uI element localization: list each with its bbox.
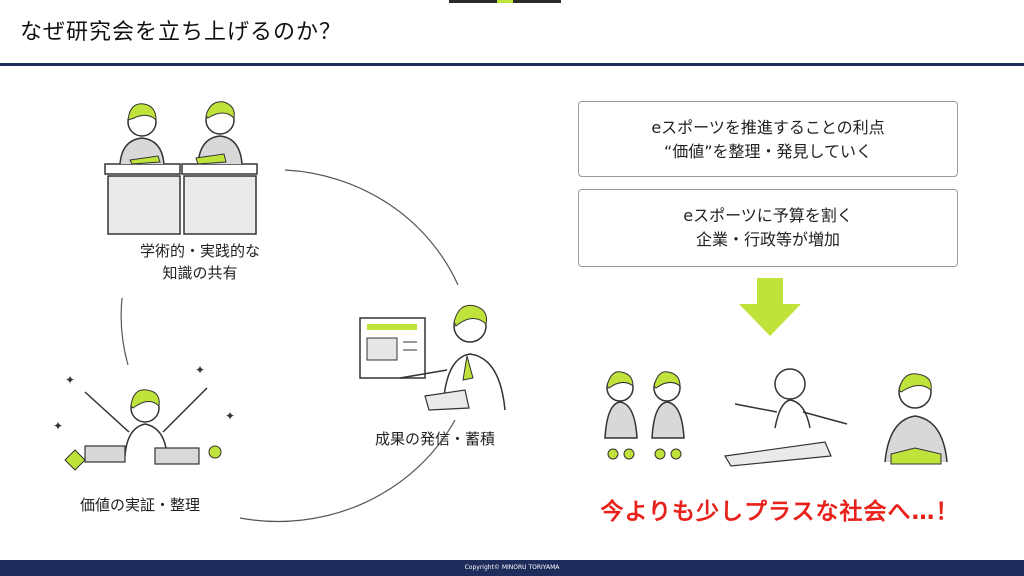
svg-text:✦: ✦ (65, 373, 75, 387)
cycle-item-knowledge-sharing: 学術的・実践的な 知識の共有 (100, 240, 300, 284)
benefit-text: 企業・行政等が増加 (695, 230, 840, 249)
benefit-box-value-discovery: eスポーツを推進することの利点 “価値”を整理・発見していく (578, 101, 958, 177)
down-arrow-icon (739, 278, 801, 336)
svg-text:✦: ✦ (195, 363, 205, 377)
svg-text:✦: ✦ (225, 409, 235, 423)
students-studying-illustration (104, 101, 258, 235)
title-divider (0, 63, 1024, 66)
benefit-text: eスポーツを推進することの利点 (651, 118, 885, 137)
cycle-item-label: 学術的・実践的な (139, 242, 260, 260)
benefit-box-budget-increase: eスポーツに予算を割く 企業・行政等が増加 (578, 189, 958, 267)
cycle-item-validation: 価値の実証・整理 (50, 494, 230, 516)
society-people-illustration (604, 368, 948, 467)
footer-copyright: Copyright© MINORU TORIYAMA (0, 560, 1024, 576)
svg-text:✦: ✦ (53, 419, 63, 433)
slogan-text: 今よりも少しプラスな社会へ…！ (600, 499, 960, 525)
top-accent-bar (449, 0, 561, 3)
cycle-item-label: 知識の共有 (162, 264, 238, 282)
benefit-text: “価値”を整理・発見していく (663, 142, 873, 161)
cycle-item-label: 価値の実証・整理 (79, 496, 200, 514)
benefit-text: eスポーツに予算を割く (683, 206, 853, 225)
cycle-item-publishing: 成果の発信・蓄積 (340, 428, 530, 450)
cycle-item-label: 成果の発信・蓄積 (374, 430, 495, 448)
celebration-treasure-illustration: ✦ ✦ ✦ ✦ (53, 363, 235, 471)
page-title: なぜ研究会を立ち上げるのか？ (20, 20, 343, 45)
presenter-illustration (359, 304, 506, 411)
